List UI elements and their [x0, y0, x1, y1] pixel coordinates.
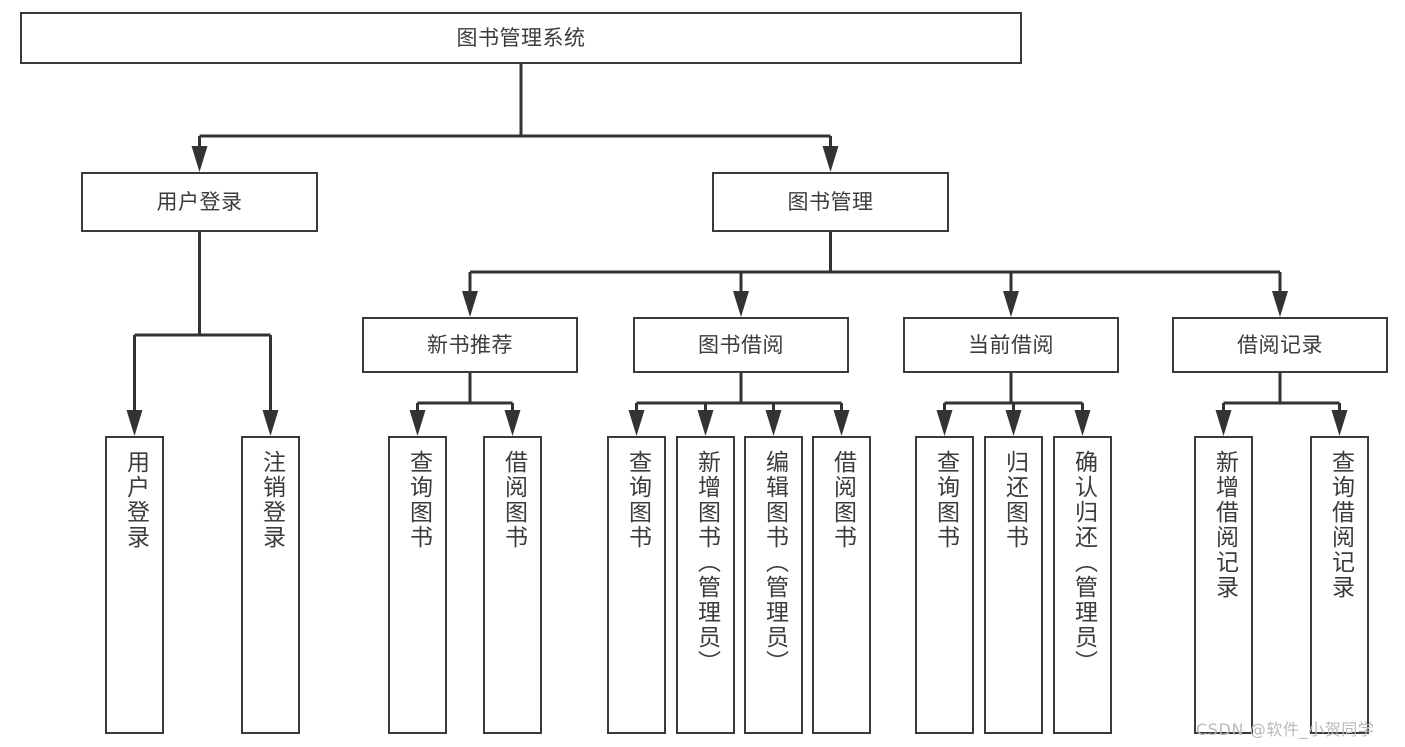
node-leaf-add-book[interactable]: 新增图书（管理员）	[676, 436, 735, 734]
node-leaf-rec-borrow-book[interactable]: 借阅图书	[483, 436, 542, 734]
node-label-book-manage: 图书管理	[787, 189, 874, 214]
node-label-leaf-borrow-book: 借阅图书	[829, 450, 856, 550]
node-label-leaf-confirm-return: 确认归还（管理员）	[1070, 450, 1097, 675]
arrowhead-leaf-return-book	[1005, 410, 1022, 436]
node-label-leaf-add-book: 新增图书（管理员）	[693, 450, 720, 675]
arrowhead-leaf-cur-query-book	[936, 410, 953, 436]
arrowhead-leaf-add-record	[1215, 410, 1232, 436]
node-leaf-edit-book[interactable]: 编辑图书（管理员）	[744, 436, 803, 734]
node-label-leaf-user-login: 用户登录	[122, 450, 149, 550]
node-label-leaf-edit-book: 编辑图书（管理员）	[761, 450, 788, 675]
node-label-current-borrow: 当前借阅	[968, 332, 1054, 357]
arrowhead-leaf-confirm-return	[1074, 410, 1091, 436]
node-leaf-logout[interactable]: 注销登录	[241, 436, 300, 734]
node-user-login[interactable]: 用户登录	[81, 172, 318, 232]
arrowhead-current-borrow	[1003, 291, 1019, 317]
node-book-borrow[interactable]: 图书借阅	[633, 317, 849, 373]
node-label-book-borrow: 图书借阅	[698, 332, 784, 357]
node-leaf-add-record[interactable]: 新增借阅记录	[1194, 436, 1253, 734]
node-label-leaf-add-record: 新增借阅记录	[1211, 450, 1238, 600]
node-label-new-book-rec: 新书推荐	[427, 332, 513, 357]
arrowhead-leaf-rec-borrow-book	[504, 410, 521, 436]
node-leaf-query-record[interactable]: 查询借阅记录	[1310, 436, 1369, 734]
watermark: CSDN @软件_小贺同学	[1196, 720, 1375, 739]
node-leaf-user-login[interactable]: 用户登录	[105, 436, 164, 734]
node-label-leaf-rec-query-book: 查询图书	[405, 450, 432, 550]
arrowhead-leaf-user-login	[126, 410, 143, 436]
node-label-leaf-return-book: 归还图书	[1001, 450, 1028, 550]
arrowhead-user-login	[191, 146, 208, 172]
node-leaf-cur-query-book[interactable]: 查询图书	[915, 436, 974, 734]
node-label-leaf-rec-borrow-book: 借阅图书	[500, 450, 527, 550]
arrowhead-leaf-borrow-book	[833, 410, 850, 436]
arrowhead-new-book-rec	[462, 291, 478, 317]
node-root[interactable]: 图书管理系统	[20, 12, 1022, 64]
node-label-leaf-borrow-query-book: 查询图书	[624, 450, 651, 550]
node-label-borrow-record: 借阅记录	[1237, 332, 1323, 357]
node-current-borrow[interactable]: 当前借阅	[903, 317, 1119, 373]
arrowhead-book-manage	[822, 146, 839, 172]
node-leaf-borrow-book[interactable]: 借阅图书	[812, 436, 871, 734]
node-new-book-rec[interactable]: 新书推荐	[362, 317, 578, 373]
node-leaf-borrow-query-book[interactable]: 查询图书	[607, 436, 666, 734]
node-label-leaf-logout: 注销登录	[258, 450, 285, 550]
arrowhead-book-borrow	[733, 291, 749, 317]
arrowhead-leaf-logout	[262, 410, 279, 436]
arrowhead-leaf-edit-book	[765, 410, 782, 436]
node-label-leaf-query-record: 查询借阅记录	[1327, 450, 1354, 600]
arrowhead-leaf-query-record	[1331, 410, 1348, 436]
arrowhead-leaf-rec-query-book	[409, 410, 426, 436]
node-leaf-return-book[interactable]: 归还图书	[984, 436, 1043, 734]
node-label-root: 图书管理系统	[456, 25, 586, 50]
node-leaf-rec-query-book[interactable]: 查询图书	[388, 436, 447, 734]
arrowhead-leaf-add-book	[697, 410, 714, 436]
node-book-manage[interactable]: 图书管理	[712, 172, 949, 232]
arrowhead-leaf-borrow-query-book	[628, 410, 645, 436]
node-label-leaf-cur-query-book: 查询图书	[932, 450, 959, 550]
arrowhead-borrow-record	[1272, 291, 1288, 317]
node-label-user-login: 用户登录	[156, 189, 243, 214]
node-leaf-confirm-return[interactable]: 确认归还（管理员）	[1053, 436, 1112, 734]
node-borrow-record[interactable]: 借阅记录	[1172, 317, 1388, 373]
